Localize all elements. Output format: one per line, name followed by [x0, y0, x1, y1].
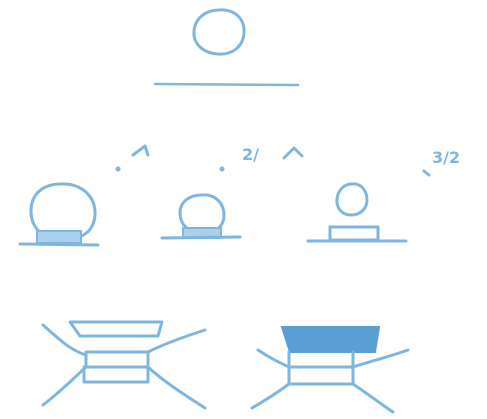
frame-left	[43, 322, 205, 408]
annotation-2: 2/	[220, 145, 303, 172]
frame-right-diagonal-lower-left	[252, 384, 289, 408]
frame-right	[252, 327, 408, 412]
annotation-1	[116, 146, 149, 172]
frame-left-diagonal-upper-left	[43, 325, 86, 355]
frame-left-side-lower	[84, 367, 148, 382]
annotation-1-caret	[133, 146, 148, 155]
frame-right-top-tray-filled	[282, 327, 379, 352]
frame-left-diagonal-lower-left	[43, 367, 86, 405]
frame-left-top-tray	[70, 322, 162, 336]
frame-right-inner-box	[289, 367, 353, 384]
large-base-line	[20, 244, 98, 245]
annotation-2-dot	[220, 167, 225, 172]
top-circle-outline	[194, 10, 244, 54]
medium-base-line	[162, 237, 240, 238]
frame-left-diagonal-upper-right	[148, 330, 205, 352]
divider-line	[155, 84, 298, 85]
annotation-2-caret	[284, 148, 302, 158]
ball-on-base-medium	[162, 195, 240, 238]
annotation-2-label: 2/	[242, 145, 259, 164]
frame-right-diagonal-lower-right	[353, 384, 393, 412]
top-circle	[194, 10, 244, 54]
ball-on-base-large	[20, 184, 98, 245]
annotation-3-tick	[424, 171, 429, 175]
ball-on-base-small	[308, 184, 406, 241]
small-base-block	[330, 227, 378, 240]
annotation-1-dot	[116, 167, 121, 172]
annotation-3-label: 3/2	[432, 148, 460, 167]
frame-left-inner-box	[86, 352, 148, 367]
annotation-3: 3/2	[424, 148, 460, 175]
frame-right-diagonal-upper-left	[258, 350, 289, 367]
frame-left-diagonal-lower-right	[148, 367, 205, 408]
small-ball-outline	[337, 184, 367, 215]
large-base-block	[37, 231, 81, 243]
